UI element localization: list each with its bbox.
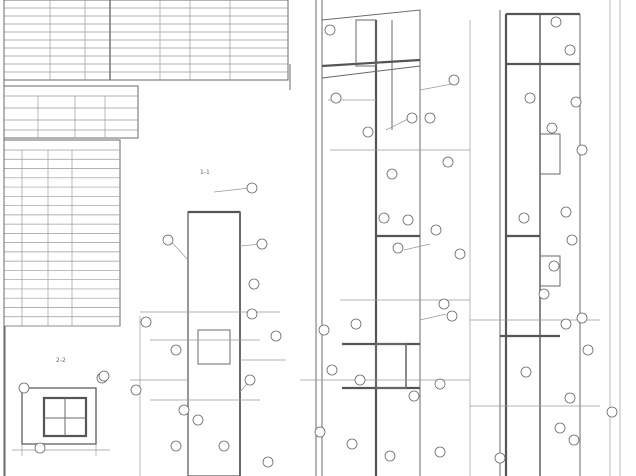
tag-bubble xyxy=(570,96,582,108)
tag-bubble xyxy=(140,316,152,328)
tag-bubble xyxy=(192,414,204,426)
section-label-2-2: 2-2 xyxy=(56,357,66,364)
tag-bubble xyxy=(246,308,258,320)
tag-bubble xyxy=(386,168,398,180)
tag-bubble xyxy=(384,450,396,462)
schedule-table xyxy=(3,139,121,327)
tag-bubble xyxy=(34,442,46,454)
tag-bubble xyxy=(606,406,618,418)
tag-bubble xyxy=(318,324,330,336)
tag-bubble xyxy=(524,92,536,104)
tag-bubble xyxy=(178,404,190,416)
tag-bubble xyxy=(576,312,588,324)
tag-bubble xyxy=(130,384,142,396)
tag-bubble xyxy=(494,452,506,464)
tag-bubble xyxy=(520,366,532,378)
tag-bubble xyxy=(98,370,110,382)
tag-bubble xyxy=(218,440,230,452)
leader-lines xyxy=(167,187,263,393)
tag-bubble xyxy=(402,214,414,226)
tag-bubble xyxy=(430,224,442,236)
header-table xyxy=(3,0,289,81)
tag-bubble xyxy=(330,92,342,104)
tag-bubble xyxy=(162,234,174,246)
section-detail-2-2: 2-2 xyxy=(12,357,110,456)
tag-bubble xyxy=(582,344,594,356)
tag-bubble xyxy=(448,74,460,86)
tag-bubble xyxy=(362,126,374,138)
tag-bubble xyxy=(560,318,572,330)
tag-bubble xyxy=(548,260,560,272)
tag-bubble xyxy=(550,16,562,28)
tag-bubble xyxy=(554,422,566,434)
tag-bubble xyxy=(170,440,182,452)
tag-bubble xyxy=(442,156,454,168)
tag-bubble xyxy=(434,378,446,390)
small-table xyxy=(3,85,139,139)
tag-bubble xyxy=(378,212,390,224)
tag-bubble xyxy=(170,344,182,356)
tag-bubble xyxy=(566,234,578,246)
wall-section-middle xyxy=(300,0,471,476)
tag-bubble xyxy=(244,374,256,386)
tag-bubble xyxy=(392,242,404,254)
tag-bubble xyxy=(438,298,450,310)
tag-bubble xyxy=(546,122,558,134)
tag-bubble xyxy=(424,112,436,124)
tag-bubble xyxy=(576,144,588,156)
tag-bubble xyxy=(326,364,338,376)
tag-bubble xyxy=(256,238,268,250)
tag-bubble xyxy=(560,206,572,218)
tag-bubble xyxy=(324,24,336,36)
tag-bubble xyxy=(246,182,258,194)
tag-bubble xyxy=(446,310,458,322)
tag-bubble xyxy=(434,446,446,458)
tag-bubble xyxy=(568,434,580,446)
tag-bubble xyxy=(262,456,274,468)
tag-bubble xyxy=(346,438,358,450)
tag-bubble xyxy=(354,374,366,386)
section-label-1-1: 1-1 xyxy=(200,169,210,176)
tag-bubble xyxy=(248,278,260,290)
tag-bubble xyxy=(18,382,30,394)
section-elevation-1-1: 1-1 xyxy=(98,169,286,476)
tag-bubble xyxy=(314,426,326,438)
tag-bubble xyxy=(270,330,282,342)
tag-bubble xyxy=(454,248,466,260)
tag-bubble xyxy=(350,318,362,330)
tag-bubble xyxy=(406,112,418,124)
tag-bubble xyxy=(564,44,576,56)
tag-bubble xyxy=(408,390,420,402)
wall-section-right xyxy=(470,0,621,476)
tag-bubble xyxy=(564,392,576,404)
tag-bubble xyxy=(518,212,530,224)
tag-bubble xyxy=(538,288,550,300)
